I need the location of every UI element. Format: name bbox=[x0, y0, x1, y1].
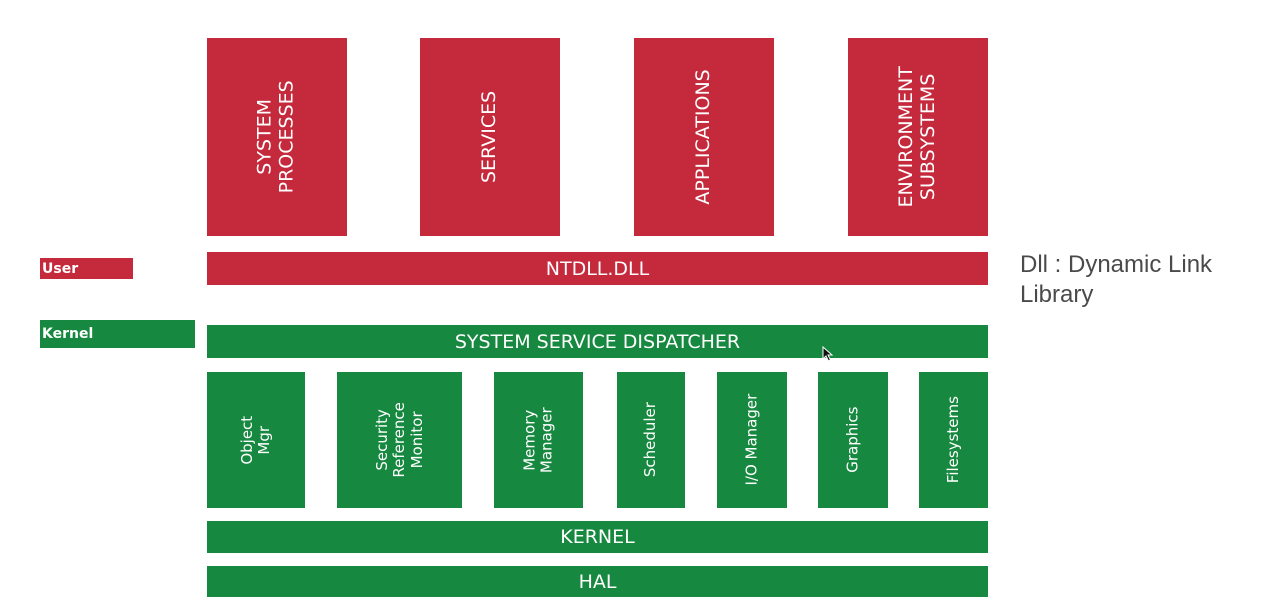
ntdll-bar: NTDLL.DLL bbox=[207, 252, 988, 285]
environment-subsystems-label: ENVIRONMENT SUBSYSTEMS bbox=[895, 66, 939, 208]
io-manager-block: I/O Manager bbox=[717, 372, 787, 508]
services-label: SERVICES bbox=[478, 90, 501, 184]
dispatcher-label: SYSTEM SERVICE DISPATCHER bbox=[454, 330, 741, 353]
kernel-mode-label: Kernel bbox=[40, 320, 195, 348]
security-reference-monitor-block: Security Reference Monitor bbox=[337, 372, 462, 508]
scheduler-block: Scheduler bbox=[617, 372, 685, 508]
memory-manager-block: Memory Manager bbox=[494, 372, 583, 508]
dll-note: Dll : Dynamic Link Library bbox=[1020, 251, 1213, 308]
io-manager-label: I/O Manager bbox=[742, 394, 761, 486]
hal-bar: HAL bbox=[207, 566, 988, 597]
system-processes-label: SYSTEM PROCESSES bbox=[254, 80, 298, 194]
mouse-cursor-icon bbox=[822, 346, 834, 362]
hal-label: HAL bbox=[578, 570, 617, 593]
graphics-label: Graphics bbox=[843, 406, 862, 474]
applications-block: APPLICATIONS bbox=[634, 38, 774, 236]
ntdll-label: NTDLL.DLL bbox=[545, 257, 650, 280]
system-service-dispatcher-bar: SYSTEM SERVICE DISPATCHER bbox=[207, 325, 988, 358]
applications-label: APPLICATIONS bbox=[692, 69, 715, 205]
object-manager-block: Object Mgr bbox=[207, 372, 305, 508]
memory-manager-label: Memory Manager bbox=[520, 407, 556, 473]
graphics-block: Graphics bbox=[818, 372, 888, 508]
scheduler-label: Scheduler bbox=[641, 402, 660, 478]
environment-subsystems-block: ENVIRONMENT SUBSYSTEMS bbox=[848, 38, 988, 236]
security-reference-monitor-label: Security Reference Monitor bbox=[372, 402, 426, 478]
system-processes-block: SYSTEM PROCESSES bbox=[207, 38, 347, 236]
object-manager-label: Object Mgr bbox=[237, 415, 273, 465]
filesystems-label: Filesystems bbox=[943, 396, 962, 484]
kernel-bar: KERNEL bbox=[207, 521, 988, 553]
services-block: SERVICES bbox=[420, 38, 560, 236]
user-mode-label: User bbox=[40, 258, 133, 279]
filesystems-block: Filesystems bbox=[919, 372, 988, 508]
kernel-label: KERNEL bbox=[560, 526, 635, 548]
